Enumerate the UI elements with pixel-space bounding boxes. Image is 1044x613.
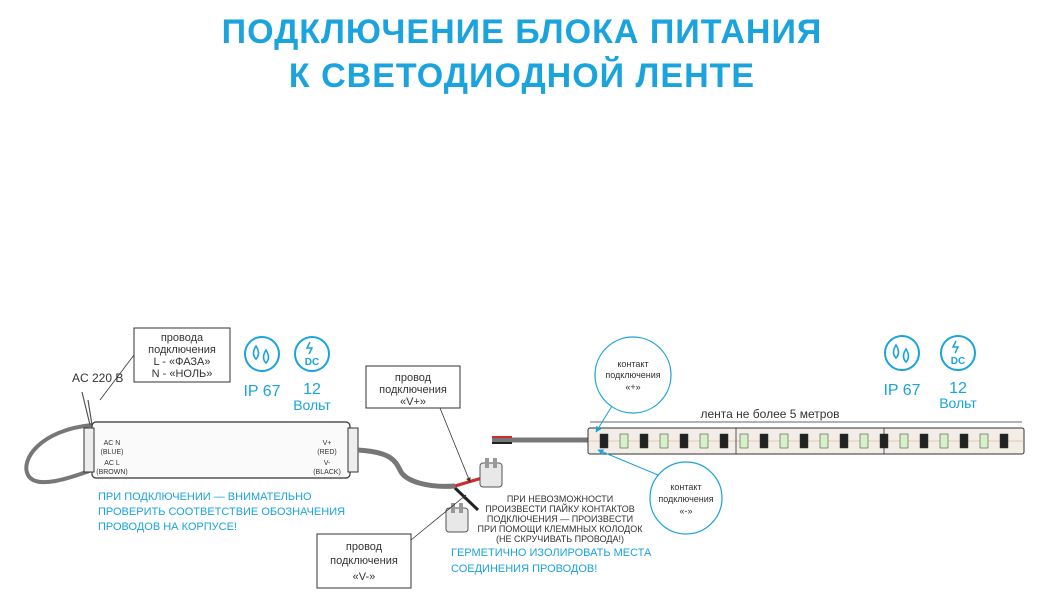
terminal-block-icon [479,458,503,488]
led-chip [659,433,669,449]
svg-text:«V+»: «V+» [400,396,426,408]
svg-text:подключения: подключения [330,555,398,567]
seal-note-line-2: СОЕДИНЕНИЯ ПРОВОДОВ! [451,563,597,575]
svg-text:DC: DC [951,356,965,367]
svg-text:провода: провода [161,332,204,344]
terminal-acn-code: AC N [104,440,121,447]
contact-minus-callout: контакт подключения «-» [649,461,723,535]
contact-plus-callout: контакт подключения «+» [594,336,672,414]
svg-text:«+»: «+» [625,382,640,392]
wire-plus-box: провод подключения «V+» [365,365,461,409]
dc-output-cable [357,447,456,489]
led-chip [719,433,729,449]
wire-plus-leader [439,407,471,483]
svg-text:«V-»: «V-» [353,571,376,583]
led-chip [879,433,889,449]
wire-note-box: провода подключения L - «ФАЗА» N - «НОЛЬ… [133,327,231,383]
svg-text:«-»: «-» [679,506,692,516]
strip-ip-rating: IP 67 [883,382,920,399]
solder-note-line-5: (НЕ СКРУЧИВАТЬ ПРОВОДА!) [496,534,624,544]
led-chip [979,433,989,449]
wire-black [453,486,480,512]
led-chips [599,433,1009,449]
svg-text:контакт: контакт [670,482,701,492]
page-title-line-2: К СВЕТОДИОДНОЙ ЛЕНТЕ [288,57,756,95]
terminal-acn-color: (BLUE) [101,449,124,456]
svg-text:подключения: подключения [658,494,713,504]
solder-note-line-2: ПРОИЗВЕСТИ ПАЙКУ КОНТАКТОВ [485,503,635,514]
water-drops-icon [244,336,280,372]
terminal-vplus-code: V+ [323,440,332,447]
solder-note-line-1: ПРИ НЕВОЗМОЖНОСТИ [507,494,613,504]
terminal-acl-code: AC L [104,460,120,467]
contact-minus-leader [597,449,659,476]
terminal-vplus-color: (RED) [317,449,336,456]
ac-input-label: AC 220 В [72,371,123,385]
strip-voltage-value: 12 [949,380,967,397]
wire-minus-box: провод подключения «V-» [316,533,412,589]
ac-cable [24,423,93,485]
psu-voltage-unit: Вольт [293,397,331,413]
led-chip [679,433,689,449]
led-chip [739,433,749,449]
terminal-vminus-color: (BLACK) [313,469,341,476]
svg-text:провод: провод [346,541,383,553]
ac-cable-wires [81,391,93,426]
contact-plus-leader [595,405,613,433]
seal-note-line-1: ГЕРМЕТИЧНО ИЗОЛИРОВАТЬ МЕСТА [451,547,652,559]
psu-voltage-value: 12 [303,381,321,398]
led-chip [639,433,649,449]
svg-text:контакт: контакт [617,359,648,369]
svg-text:N - «НОЛЬ»: N - «НОЛЬ» [152,368,213,380]
warning-psu-line-3: ПРОВОДОВ НА КОРПУСЕ! [98,521,237,533]
solder-note-line-3: ПОДКЛЮЧЕНИЯ — ПРОИЗВЕСТИ [487,514,633,524]
led-chip [759,433,769,449]
strip-voltage-unit: Вольт [939,395,977,411]
power-supply-unit: AC N (BLUE) AC L (BROWN) V+ (RED) V- (BL… [83,421,359,479]
led-chip [619,433,629,449]
wire-note-leader [99,354,135,401]
warning-psu-line-2: ПРОВЕРИТЬ СООТВЕТСТВИЕ ОБОЗНАЧЕНИЯ [98,506,345,518]
svg-text:L - «ФАЗА»: L - «ФАЗА» [153,356,210,368]
page-title-line-1: ПОДКЛЮЧЕНИЕ БЛОКА ПИТАНИЯ [221,13,823,51]
water-drops-icon [884,335,920,371]
led-chip [819,433,829,449]
led-chip [939,433,949,449]
terminal-acl-color: (BROWN) [96,469,128,476]
terminal-vminus-code: V- [324,460,331,467]
wire-minus-leader [410,494,467,541]
solder-note-line-4: ПРИ ПОМОЩИ КЛЕММНЫХ КОЛОДОК [477,524,643,534]
svg-text:подключения: подключения [605,370,660,380]
led-chip [779,433,789,449]
led-chip [899,433,909,449]
led-chip [859,433,869,449]
led-chip [599,433,609,449]
led-chip [699,433,709,449]
led-chip [919,433,929,449]
svg-text:DC: DC [305,357,319,368]
svg-text:подключения: подключения [148,344,216,356]
dc-voltage-icon: DC [940,335,976,371]
led-chip [799,433,809,449]
psu-ip-rating: IP 67 [243,383,280,400]
terminal-block-icon [445,503,469,533]
svg-text:провод: провод [395,372,432,384]
warning-psu-line-1: ПРИ ПОДКЛЮЧЕНИИ — ВНИМАТЕЛЬНО [98,491,312,503]
svg-text:подключения: подключения [379,384,447,396]
strip-length-note: лента не более 5 метров [700,407,839,421]
led-chip [959,433,969,449]
led-chip [999,433,1009,449]
led-chip [839,433,849,449]
dc-voltage-icon: DC [294,336,330,372]
